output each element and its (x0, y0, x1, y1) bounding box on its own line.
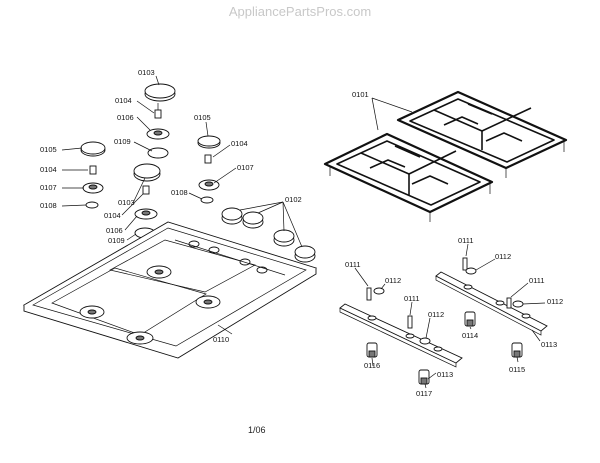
cooktop-panel (22, 221, 318, 359)
callout-label: 0111 (404, 294, 420, 303)
spark-electrode-center (142, 185, 150, 195)
burner-ring (147, 147, 169, 159)
watermark: AppliancePartsPros.com (229, 4, 371, 19)
callout-label: 0116 (364, 361, 380, 370)
leader-lines-left (61, 75, 303, 335)
callout-label: 0117 (416, 389, 432, 398)
manifold-bar-left (339, 303, 463, 368)
manifold-bar-right (435, 271, 548, 336)
callout-label: 0103 (138, 68, 155, 77)
callout-label: 0101 (352, 90, 369, 99)
callout-label: 0106 (106, 226, 123, 235)
callout-label: 0105 (40, 145, 57, 154)
callout-label: 0112 (495, 252, 511, 261)
callout-label: 0112 (428, 310, 444, 319)
control-knobs (221, 207, 316, 263)
page-number: 1/06 (248, 425, 266, 435)
burner-head-left (82, 182, 104, 194)
callout-label: 0104 (40, 165, 57, 174)
callout-label: 0104 (115, 96, 132, 105)
callout-labels: 0103 0104 0106 0109 0105 0104 0107 0105 … (40, 68, 563, 398)
callout-label: 0109 (114, 137, 131, 146)
burner-head-right (198, 179, 220, 191)
callout-label: 0112 (385, 276, 401, 285)
callout-label: 0105 (194, 113, 211, 122)
callout-label: 0113 (541, 340, 557, 349)
gas-valves (366, 311, 523, 385)
callout-label: 0107 (40, 183, 57, 192)
burner-cap-center (133, 163, 161, 182)
callout-label: 0109 (108, 236, 125, 245)
callout-label: 0106 (117, 113, 134, 122)
callout-label: 0108 (40, 201, 57, 210)
burner-cap-small-left (80, 141, 106, 157)
callout-label: 0111 (529, 276, 545, 285)
orifice-pins (366, 257, 512, 329)
burner-ring-left (85, 201, 99, 209)
callout-label: 0104 (104, 211, 121, 220)
burner-head-center (134, 208, 158, 220)
leader-lines-right (354, 243, 546, 389)
spark-electrode-left (89, 165, 97, 175)
burner-cap-small-right (197, 135, 221, 149)
burner-cap-large (144, 83, 176, 102)
callout-label: 0103 (118, 198, 135, 207)
callout-label: 0111 (458, 236, 474, 245)
spark-electrode-right (204, 154, 212, 164)
callout-label: 0115 (509, 365, 525, 374)
callout-label: 0107 (237, 163, 254, 172)
burner-head (146, 128, 170, 140)
callout-label: 0112 (547, 297, 563, 306)
callout-label: 0104 (231, 139, 248, 148)
callout-label: 0108 (171, 188, 188, 197)
burner-ring-right (200, 196, 214, 204)
callout-label: 0111 (345, 260, 361, 269)
spark-electrode (154, 103, 162, 119)
burner-grates (323, 90, 568, 222)
callout-label: 0113 (437, 370, 453, 379)
callout-label: 0102 (285, 195, 302, 204)
callout-label: 0110 (213, 335, 229, 344)
callout-label: 0114 (462, 331, 478, 340)
